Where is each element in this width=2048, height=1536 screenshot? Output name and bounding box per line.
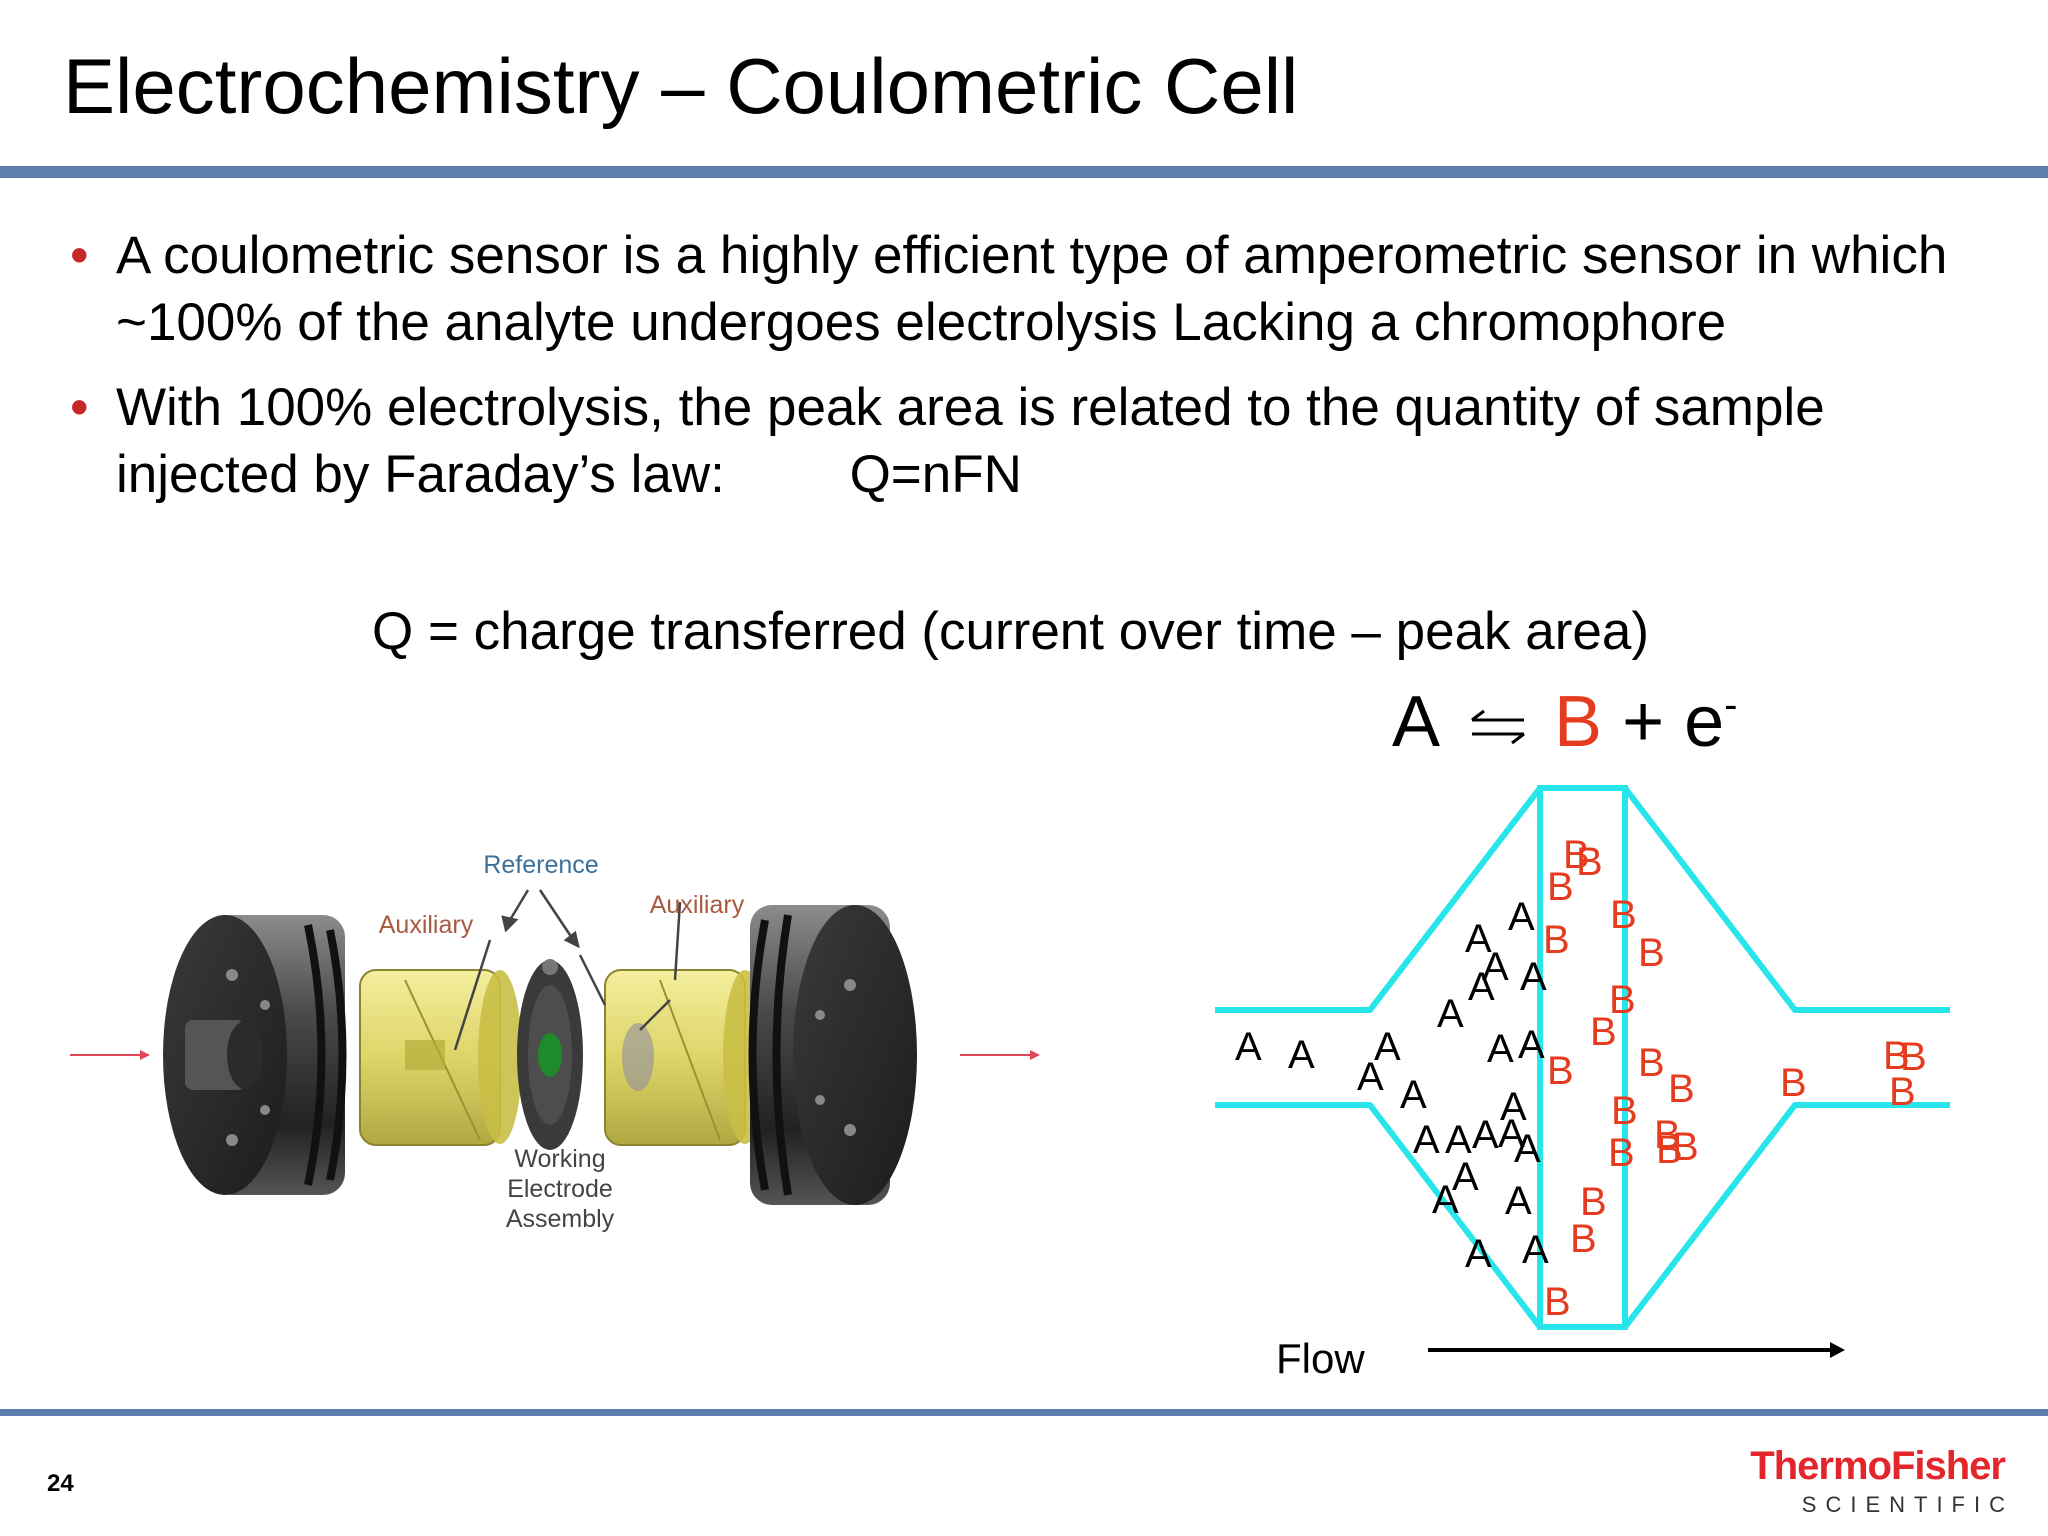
product-b-symbol: B [1570, 1217, 1597, 1261]
product-b-symbol: B [1563, 833, 1590, 877]
working-electrode-disc [517, 959, 583, 1150]
right-end-block [748, 905, 917, 1205]
label-pointer-lines [453, 889, 682, 1051]
charge-definition: Q = charge transferred (current over tim… [372, 602, 1649, 661]
product-b-symbol: B [1547, 865, 1574, 909]
reactant-a-symbol: A [1518, 1023, 1545, 1067]
reactant-a-symbol: A [1522, 1228, 1549, 1272]
bullet-text-2: With 100% electrolysis, the peak area is… [116, 378, 1825, 504]
logo-fisher: Fisher [1890, 1444, 2006, 1488]
reactant-a-symbol: A [1400, 1073, 1427, 1117]
outlet-arrow-icon [960, 1050, 1040, 1060]
reactant-a-symbol: A [1508, 895, 1535, 939]
product-b-symbol: B [1544, 1280, 1571, 1324]
bullet-text-1: A coulometric sensor is a highly efficie… [116, 226, 1948, 352]
product-b-symbol: B [1672, 1125, 1699, 1169]
bullet-item-2: • With 100% electrolysis, the peak area … [70, 374, 1990, 508]
product-b-symbol: B [1608, 1131, 1635, 1175]
product-b-symbol: B [1900, 1035, 1927, 1079]
product-b-symbol: B [1654, 1113, 1681, 1157]
slide-title: Electrochemistry – Coulometric Cell [63, 42, 1299, 130]
reactant-a-symbol: A [1437, 992, 1464, 1036]
left-end-block [163, 915, 347, 1195]
reactant-a-symbol: A [1465, 1232, 1492, 1276]
product-b-symbol: B [1543, 918, 1570, 962]
title-divider [0, 166, 2048, 178]
product-b-symbol: B [1611, 1089, 1638, 1133]
page-number: 24 [47, 1470, 74, 1497]
product-b-symbol: B [1609, 978, 1636, 1022]
reactant-a-symbol: A [1452, 1155, 1479, 1199]
reactant-a-symbol: A [1520, 955, 1547, 999]
equation-product: B [1554, 682, 1603, 762]
equilibrium-arrows-icon [1471, 709, 1525, 745]
reactant-a-symbol: A [1468, 965, 1495, 1009]
product-b-symbol: B [1580, 1180, 1607, 1224]
product-b-symbol: B [1889, 1070, 1916, 1114]
product-b-symbol: B [1590, 1010, 1617, 1054]
channel-upper-wall [1215, 785, 1950, 1013]
logo-scientific: SCIENTIFIC [1801, 1492, 2014, 1517]
label-working-line2: Electrode [507, 1175, 613, 1203]
porous-electrode [1537, 785, 1628, 1330]
reactant-a-symbol: A [1505, 1179, 1532, 1223]
reactant-a-symbol: A [1357, 1055, 1384, 1099]
reactant-a-symbol: A [1432, 1178, 1459, 1222]
equation-reactant: A [1392, 682, 1441, 762]
left-auxiliary-electrode [359, 969, 522, 1146]
reactant-a-symbol: A [1445, 1118, 1472, 1162]
logo-wordmark: ThermoFisher [1720, 1444, 2006, 1488]
label-auxiliary-right: Auxiliary [650, 891, 745, 919]
product-b-symbol: B [1780, 1061, 1807, 1105]
equation-rest: + e [1622, 682, 1725, 762]
reactant-a-symbol: A [1413, 1118, 1440, 1162]
logo-thermo: Thermo [1750, 1444, 1892, 1488]
reactant-a-symbol: A [1288, 1033, 1315, 1077]
flow-label: Flow [1276, 1335, 1365, 1382]
equation-superscript: - [1724, 683, 1738, 727]
product-b-symbol: B [1576, 840, 1603, 884]
reactant-a-symbol: A [1374, 1025, 1401, 1069]
right-auxiliary-electrode [604, 969, 767, 1146]
product-b-symbol: B [1883, 1034, 1910, 1078]
label-auxiliary-left: Auxiliary [379, 911, 474, 939]
bullet-marker: • [70, 226, 89, 285]
bullet-list: • A coulometric sensor is a highly effic… [70, 222, 1990, 526]
coulometric-cell-illustration: Reference Auxiliary Auxiliary Working El… [70, 851, 1040, 1233]
thermo-fisher-logo: ThermoFisher SCIENTIFIC [1720, 1444, 2006, 1518]
reactant-a-symbol: A [1235, 1025, 1262, 1069]
label-working-line3: Assembly [506, 1205, 615, 1233]
bullet-marker: • [70, 378, 89, 437]
reaction-equation: A B + e- [1392, 685, 1738, 758]
inlet-arrow-icon [70, 1050, 150, 1060]
label-reference: Reference [483, 851, 598, 879]
reactant-a-symbol: A [1472, 1113, 1499, 1157]
product-b-symbol: B [1638, 1041, 1665, 1085]
product-b-symbol: B [1656, 1128, 1683, 1172]
bullet-item-1: • A coulometric sensor is a highly effic… [70, 222, 1990, 356]
product-b-symbol: B [1638, 931, 1665, 975]
product-b-symbol: B [1547, 1049, 1574, 1093]
footer-divider [0, 1409, 2048, 1416]
label-working-line1: Working [514, 1145, 605, 1173]
reactant-a-symbol: A [1482, 945, 1509, 989]
reactant-a-symbol: A [1487, 1027, 1514, 1071]
product-b-symbol: B [1668, 1067, 1695, 1111]
flow-arrow-head-icon [1830, 1342, 1845, 1358]
reactant-a-symbol: A [1500, 1085, 1527, 1129]
reactant-a-symbol: A [1465, 917, 1492, 961]
faraday-formula: Q=nFN [849, 445, 1022, 504]
reactant-a-symbol: A [1514, 1127, 1541, 1171]
reactant-a-symbol: A [1498, 1112, 1525, 1156]
product-b-symbol: B [1610, 893, 1637, 937]
